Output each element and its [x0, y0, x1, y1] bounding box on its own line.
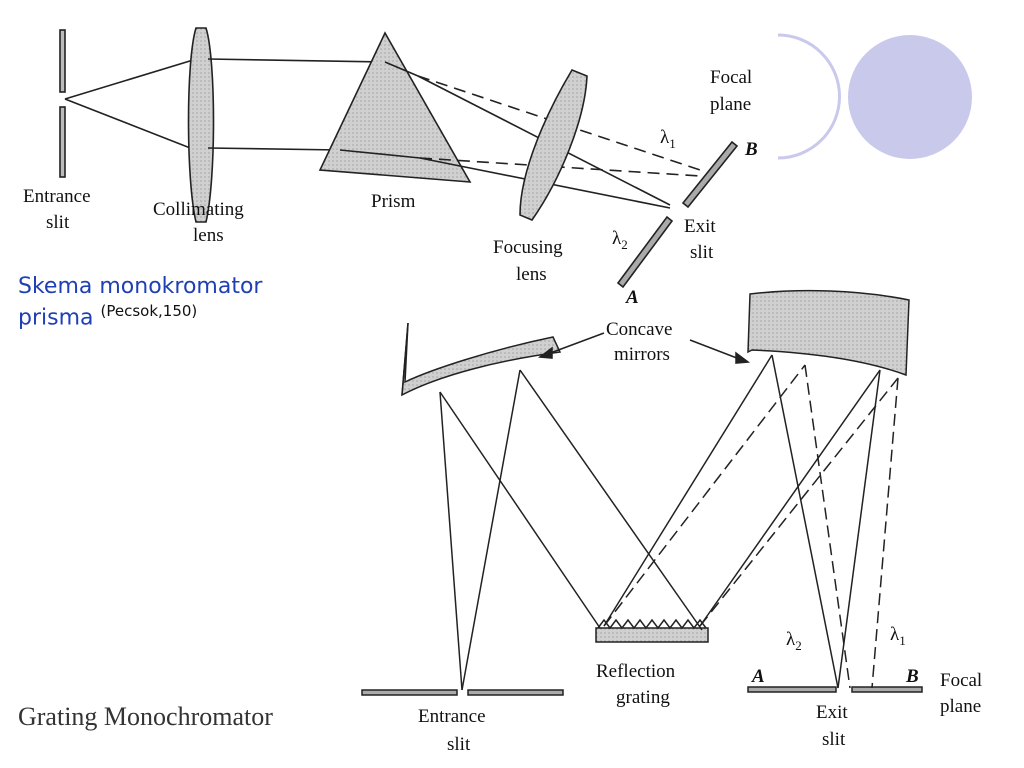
entrance-slit-lower	[59, 106, 66, 178]
focal-plane-b	[681, 140, 739, 209]
decorative-circle	[848, 35, 972, 159]
svg-text:grating: grating	[616, 687, 670, 708]
svg-text:λ2: λ2	[612, 228, 628, 252]
grating-focal-plane-left	[747, 686, 837, 693]
svg-text:slit: slit	[822, 729, 846, 750]
focusing-lens	[519, 69, 588, 221]
svg-text:Prism: Prism	[371, 191, 416, 212]
grating-entrance-slit-right	[467, 689, 564, 696]
prism	[318, 31, 472, 183]
svg-text:B: B	[744, 139, 758, 160]
svg-text:lens: lens	[516, 264, 547, 285]
prism-caption: Skema monokromator prisma (Pecsok,150)	[18, 275, 262, 330]
prism-labels: Entrance slit Collimating lens Prism Foc…	[23, 67, 758, 308]
collimating-lens	[187, 27, 215, 223]
svg-text:λ1: λ1	[660, 127, 676, 151]
svg-text:slit: slit	[690, 242, 714, 263]
grating-focal-plane-right	[851, 686, 923, 693]
svg-text:mirrors: mirrors	[614, 344, 670, 365]
svg-text:Exit: Exit	[816, 702, 848, 723]
svg-text:Entrance: Entrance	[418, 706, 486, 727]
svg-text:Exit: Exit	[684, 216, 716, 237]
grating-entrance-slit-left	[361, 689, 458, 696]
prism-citation: (Pecsok,150)	[100, 302, 198, 320]
svg-text:plane: plane	[710, 94, 751, 115]
concave-mirror-right	[747, 289, 910, 377]
svg-text:λ2: λ2	[786, 629, 802, 653]
svg-text:Focusing: Focusing	[493, 237, 563, 258]
svg-text:Concave: Concave	[606, 319, 672, 340]
prism-caption-line1: Skema monokromator	[18, 274, 263, 299]
svg-text:A: A	[625, 287, 639, 308]
grating-diagram	[361, 289, 923, 696]
focal-plane-a	[616, 215, 674, 289]
entrance-slit-upper	[59, 29, 66, 93]
svg-text:Focal: Focal	[940, 670, 982, 691]
prism-diagram	[59, 27, 739, 289]
svg-text:A: A	[751, 666, 765, 687]
svg-text:B: B	[905, 666, 919, 687]
svg-text:Entrance: Entrance	[23, 186, 91, 207]
svg-text:slit: slit	[46, 212, 70, 233]
grating-labels: Concave mirrors Reflection grating Entra…	[418, 319, 982, 755]
svg-text:Reflection: Reflection	[596, 661, 676, 682]
svg-text:slit: slit	[447, 734, 471, 755]
svg-text:lens: lens	[193, 225, 224, 246]
prism-caption-line2: prisma	[18, 305, 94, 331]
reflection-grating	[595, 627, 709, 643]
svg-text:Collimating: Collimating	[153, 199, 244, 220]
concave-mirror-left	[401, 322, 562, 397]
decorative-arc	[777, 33, 841, 160]
grating-title: Grating Monochromator	[18, 702, 273, 731]
svg-text:plane: plane	[940, 696, 981, 717]
svg-text:λ1: λ1	[890, 624, 906, 648]
svg-text:Focal: Focal	[710, 67, 752, 88]
